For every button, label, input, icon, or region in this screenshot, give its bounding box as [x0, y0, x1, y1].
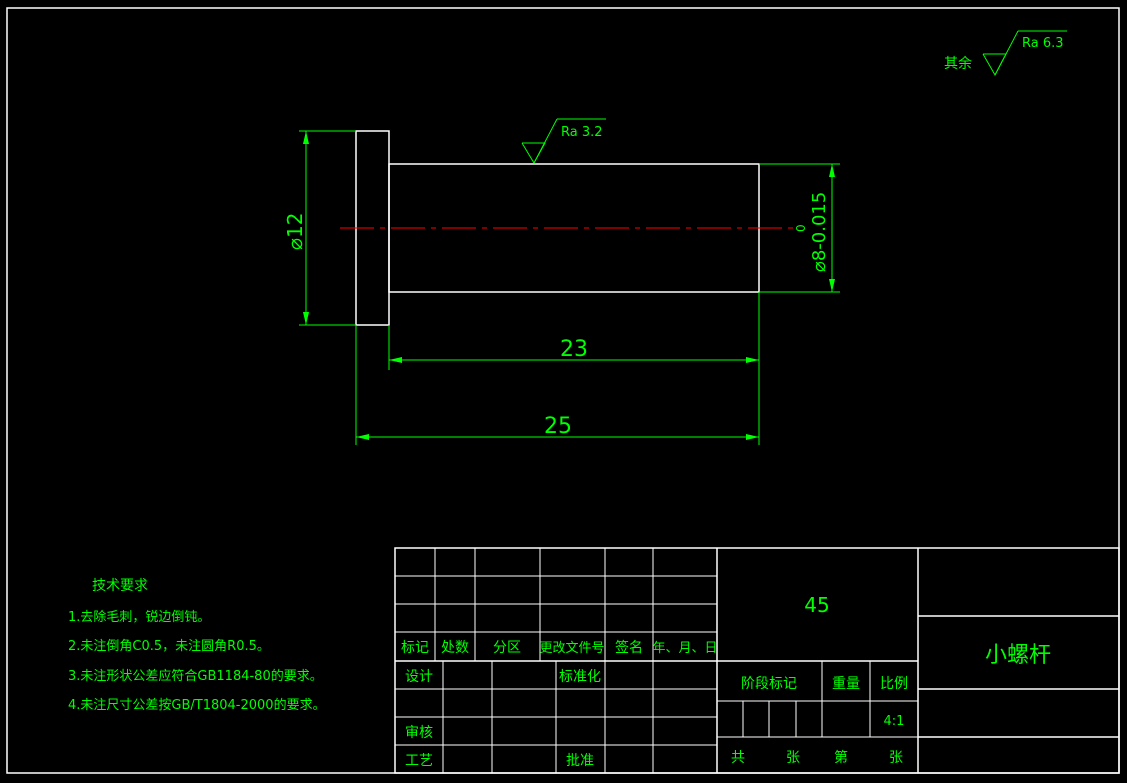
tech-requirement-3: 3.未注形状公差应符合GB1184-80的要求。 — [68, 668, 323, 684]
role-design: 设计 — [405, 669, 433, 685]
total-length-label: 25 — [544, 414, 572, 439]
sheet-unit-1: 张 — [786, 750, 800, 766]
sheet-number-label: 第 — [834, 749, 848, 766]
tech-requirements: 技术要求 1.去除毛刺，锐边倒钝。 2.未注倒角C0.5，未注圆角R0.5。 3… — [68, 578, 326, 713]
drawing-frame — [6, 7, 1120, 774]
shaft-diameter-label: ⌀8-0.015 — [809, 192, 830, 272]
sheet-unit-2: 张 — [889, 750, 903, 766]
dim-shaft-diameter: ⌀8-0.015 0 — [759, 163, 840, 293]
ra-other-label: Ra 6.3 — [1022, 36, 1064, 51]
rev-header-zone: 分区 — [493, 640, 521, 656]
rev-header-count: 处数 — [441, 640, 469, 656]
shaft-length-label: 23 — [560, 337, 588, 362]
surface-finish-shaft: Ra 3.2 — [521, 118, 606, 165]
surface-finish-other: 其余 Ra 6.3 — [944, 30, 1067, 77]
role-standardization: 标准化 — [559, 669, 601, 685]
tech-requirement-1: 1.去除毛刺，锐边倒钝。 — [68, 610, 210, 625]
tech-requirement-2: 2.未注倒角C0.5，未注圆角R0.5。 — [68, 639, 270, 654]
other-surfaces-label: 其余 — [944, 55, 972, 72]
role-approve: 批准 — [566, 753, 594, 769]
weight-label: 重量 — [832, 676, 860, 692]
stage-mark-label: 阶段标记 — [741, 676, 797, 692]
title-block: 标记 处数 分区 更改文件号 签名 年、月、日 设计 标准化 审核 工艺 批准 … — [394, 547, 1120, 774]
role-process: 工艺 — [405, 753, 433, 769]
head-diameter-label: ⌀12 — [283, 213, 307, 251]
sheet-total-label: 共 — [731, 750, 745, 766]
role-review: 审核 — [405, 725, 433, 741]
ra-shaft-label: Ra 3.2 — [561, 125, 603, 140]
scale-value: 4:1 — [884, 714, 905, 729]
rev-header-docno: 更改文件号 — [539, 641, 604, 656]
dim-shaft-length: 23 — [388, 292, 760, 445]
scale-label: 比例 — [880, 676, 908, 692]
tech-requirements-title: 技术要求 — [92, 578, 148, 594]
rev-header-mark: 标记 — [401, 640, 429, 656]
tech-requirement-4: 4.未注尺寸公差按GB/T1804-2000的要求。 — [68, 697, 326, 713]
dim-head-diameter: ⌀12 — [283, 130, 356, 326]
material-value: 45 — [804, 593, 829, 617]
part-name: 小螺杆 — [985, 643, 1051, 668]
rev-header-date: 年、月、日 — [652, 641, 717, 656]
rev-header-sign: 签名 — [615, 639, 643, 656]
shaft-upper-tolerance: 0 — [794, 224, 808, 232]
dim-total-length: 25 — [355, 325, 759, 445]
